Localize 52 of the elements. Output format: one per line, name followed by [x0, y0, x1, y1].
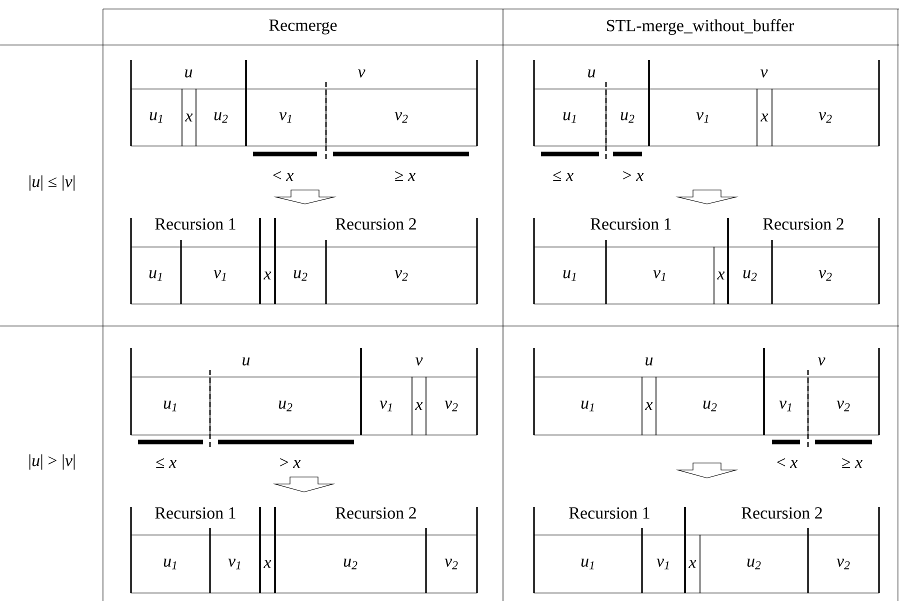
array-cell: v$_{1}$ — [606, 246, 714, 304]
range-label: ≥ x — [842, 458, 862, 468]
array-cell: x — [259, 506, 276, 594]
array-cell: u$_{2}$ — [196, 88, 246, 146]
array-cell: v$_{1}$ — [648, 88, 758, 146]
array-cell: u$_{1}$ — [130, 534, 210, 594]
range-label: < x — [273, 171, 294, 181]
row-header: |u| ≤ |v| — [30, 175, 74, 191]
array-cell: v$_{1}$ — [642, 534, 686, 594]
array-cell: u$_{1}$ — [534, 376, 642, 436]
array-cell: v$_{2}$ — [326, 88, 478, 146]
array-cell: v$_{1}$ — [246, 88, 326, 146]
array-cell: v$_{1}$ — [180, 246, 260, 304]
array-cell: x — [684, 534, 700, 594]
array-cell: v$_{2}$ — [772, 88, 880, 146]
array-cell: x — [182, 88, 196, 146]
array-cell: x — [412, 376, 426, 436]
array-cell: v$_{2}$ — [326, 246, 478, 304]
array-cell: x — [259, 217, 276, 305]
range-label: < x — [777, 458, 798, 468]
array-cell: x — [714, 246, 728, 304]
array-cell: u$_{1}$ — [130, 246, 182, 304]
array-cell: u$_{1}$ — [534, 246, 606, 304]
array-cell: x — [756, 88, 772, 146]
array-cell: v$_{2}$ — [808, 376, 880, 436]
range-label: ≤ x — [553, 171, 574, 181]
array-cell: u$_{2}$ — [274, 246, 326, 304]
range-label: ≤ x — [156, 458, 176, 468]
range-label: > x — [623, 171, 644, 181]
array-cell: u$_{1}$ — [130, 376, 210, 436]
array-cell: u$_{2}$ — [210, 376, 362, 436]
array-cell: u$_{1}$ — [130, 88, 182, 146]
array-cell: u$_{2}$ — [274, 534, 426, 594]
array-cell: u$_{2}$ — [700, 534, 808, 594]
array-cell: x — [642, 376, 656, 436]
range-label: ≥ x — [395, 171, 416, 181]
array-cell: v$_{2}$ — [426, 376, 478, 436]
row-header: |u| > |v| — [29, 454, 75, 470]
array-cell: v$_{2}$ — [772, 246, 880, 304]
array-cell: v$_{1}$ — [360, 376, 412, 436]
array-cell: u$_{1}$ — [534, 534, 642, 594]
array-cell: v$_{2}$ — [808, 534, 880, 594]
array-cell: v$_{1}$ — [764, 376, 808, 436]
array-cell: u$_{2}$ — [656, 376, 764, 436]
array-cell: v$_{1}$ — [210, 534, 260, 594]
array-cell: u$_{2}$ — [728, 246, 772, 304]
array-cell: u$_{2}$ — [606, 88, 650, 146]
column-header: Recmerge — [269, 20, 337, 34]
array-cell: u$_{1}$ — [534, 88, 606, 146]
column-header: STL-merge_without_buffer — [607, 19, 794, 35]
array-cell: v$_{2}$ — [426, 534, 478, 594]
range-label: > x — [280, 458, 301, 468]
